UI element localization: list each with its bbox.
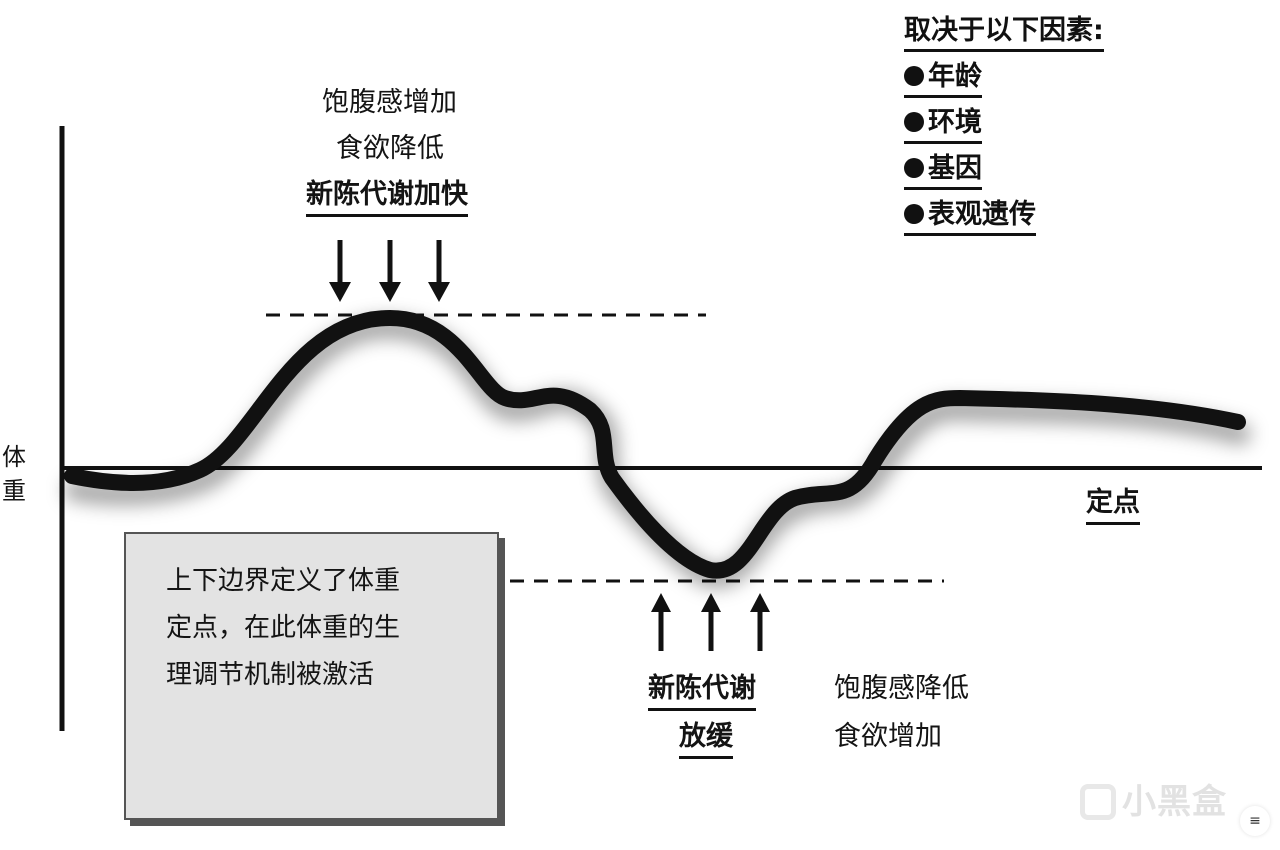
- x-axis-label: 定点: [1086, 488, 1140, 525]
- factor-label: 表观遗传: [928, 199, 1036, 230]
- up-arrows: [651, 593, 770, 651]
- top-annotation-line2: 食欲降低: [336, 133, 444, 164]
- bottom-metabolism-line2: 放缓: [679, 722, 733, 759]
- bottom-annotation-line1: 饱腹感降低: [834, 673, 969, 704]
- bullet-icon: [904, 112, 924, 132]
- bottom-metabolism-line1: 新陈代谢: [648, 674, 756, 711]
- factor-item: 年龄: [904, 62, 982, 98]
- y-axis-label-top: 体: [2, 443, 26, 471]
- down-arrow-head: [379, 282, 401, 302]
- bottom-annotation-line2: 食欲增加: [834, 721, 942, 752]
- top-annotation-line1: 饱腹感增加: [322, 87, 457, 118]
- factor-label: 基因: [928, 153, 982, 184]
- note-line: 理调节机制被激活: [166, 660, 375, 690]
- down-arrows: [329, 240, 450, 302]
- y-axis-label-bottom: 重: [2, 477, 26, 505]
- bullet-icon: [904, 158, 924, 178]
- note-box: 上下边界定义了体重 定点，在此体重的生 理调节机制被激活: [124, 532, 499, 820]
- up-arrow-head: [750, 593, 770, 612]
- note-line: 定点，在此体重的生: [166, 613, 401, 643]
- watermark-logo-icon: [1080, 784, 1116, 820]
- scan-text-icon: ≡: [1249, 813, 1261, 829]
- factor-item: 基因: [904, 154, 982, 190]
- scan-text-button[interactable]: ≡: [1240, 806, 1270, 836]
- factor-item: 环境: [904, 108, 982, 144]
- weight-curve: [64, 309, 1246, 579]
- bullet-icon: [904, 204, 924, 224]
- factor-label: 年龄: [928, 61, 982, 92]
- note-line: 上下边界定义了体重: [166, 566, 401, 596]
- top-annotation-line3: 新陈代谢加快: [306, 180, 468, 217]
- up-arrow-head: [651, 593, 671, 612]
- down-arrow-head: [329, 282, 351, 302]
- factor-item: 表观遗传: [904, 200, 1036, 236]
- factors-title: 取决于以下因素:: [904, 16, 1104, 52]
- watermark-text: 小黑盒: [1122, 782, 1227, 822]
- bullet-icon: [904, 66, 924, 86]
- down-arrow-head: [428, 282, 450, 302]
- factor-label: 环境: [928, 107, 982, 138]
- up-arrow-head: [701, 593, 721, 612]
